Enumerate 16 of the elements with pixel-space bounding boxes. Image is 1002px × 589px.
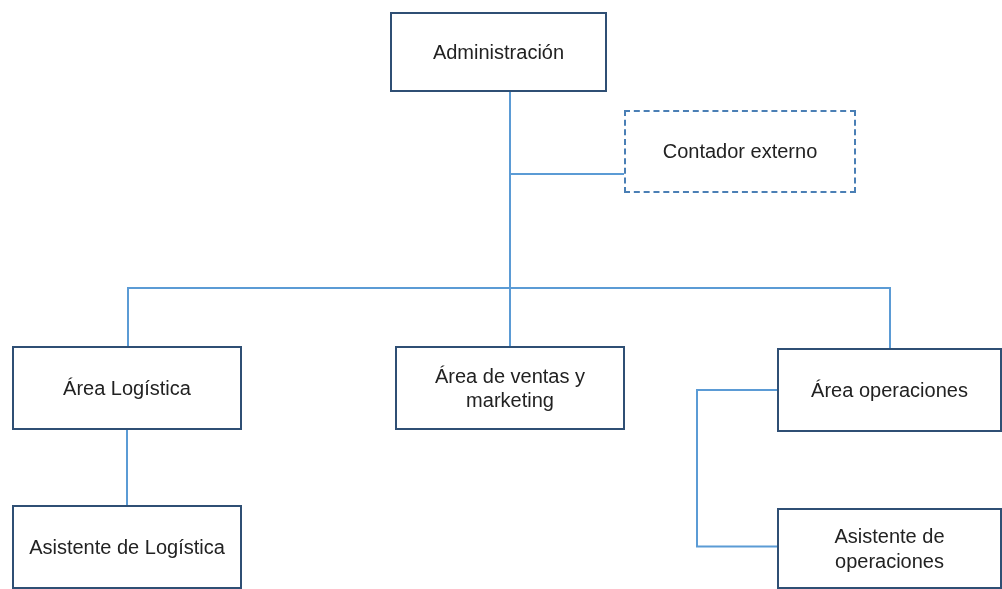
org-box [12,346,242,430]
org-box [390,12,607,92]
org-box [395,346,625,430]
box-label: Área de ventas y marketing [433,363,587,413]
connector-line [696,389,778,548]
box-label: Asistente de operaciones [833,524,946,573]
box-label: Contador externo [662,139,818,164]
box-label: Área operaciones [811,377,968,403]
connector-line [126,429,128,506]
box-label: Área Logística [63,375,191,401]
org-box [777,348,1002,432]
org-box [12,505,242,589]
box-label: Asistente de Logística [29,534,225,560]
dashed-box [624,110,856,193]
box-label: Administración [432,39,565,65]
org-box [777,508,1002,589]
